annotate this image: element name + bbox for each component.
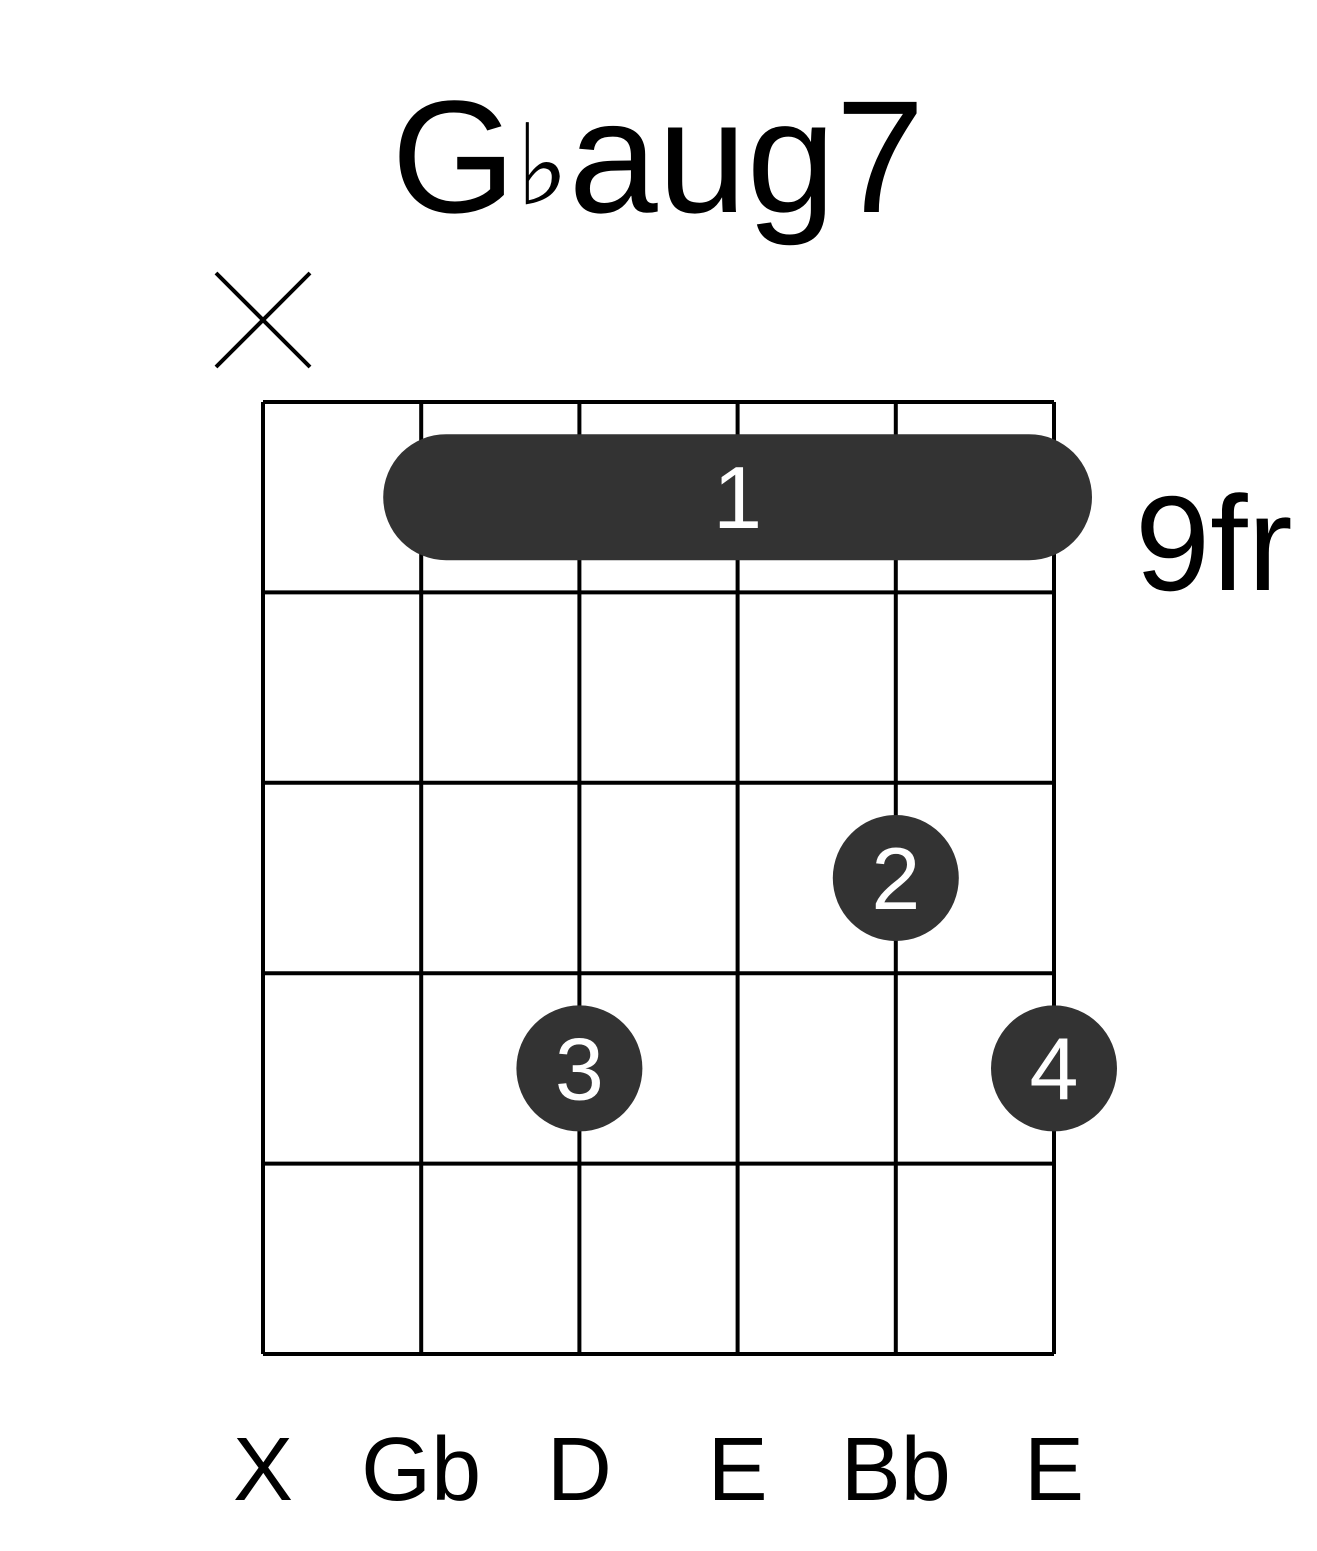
finger-dot-number: 3 (555, 1019, 604, 1118)
chord-quality: aug7 (569, 67, 925, 246)
fretboard-grid (261, 400, 1056, 1356)
finger-dot-2: 2 (832, 815, 959, 941)
string-note-4: E (708, 1420, 768, 1520)
mute-stroke (214, 271, 312, 369)
finger-dot-number: 2 (871, 829, 920, 928)
chord-accidental: ♭ (516, 103, 569, 228)
string-note-2: Gb (361, 1420, 481, 1520)
mute-markers (214, 271, 312, 369)
chord-title: G♭aug7 (391, 67, 924, 246)
finger-dot-circle (516, 1005, 643, 1132)
finger-positions: 1 2 3 4 (383, 434, 1117, 1132)
finger-dot-number: 4 (1030, 1019, 1079, 1118)
string-note-6: E (1024, 1420, 1084, 1520)
finger-dot-circle (832, 815, 959, 941)
finger-dot-circle (991, 1005, 1117, 1132)
barre-bar (383, 434, 1092, 561)
fret-position-label: 9fr (1135, 468, 1293, 619)
finger-dot-4: 4 (991, 1005, 1117, 1132)
finger-dot-3: 3 (516, 1005, 643, 1132)
chord-root: G (391, 67, 515, 246)
string-note-1: X (233, 1420, 293, 1520)
barre-finger-number: 1 (713, 448, 762, 547)
string-note-5: Bb (841, 1420, 951, 1520)
barre-group: 1 (383, 434, 1092, 561)
string-note-3: D (547, 1420, 612, 1520)
mute-marker-string-1 (214, 271, 312, 369)
